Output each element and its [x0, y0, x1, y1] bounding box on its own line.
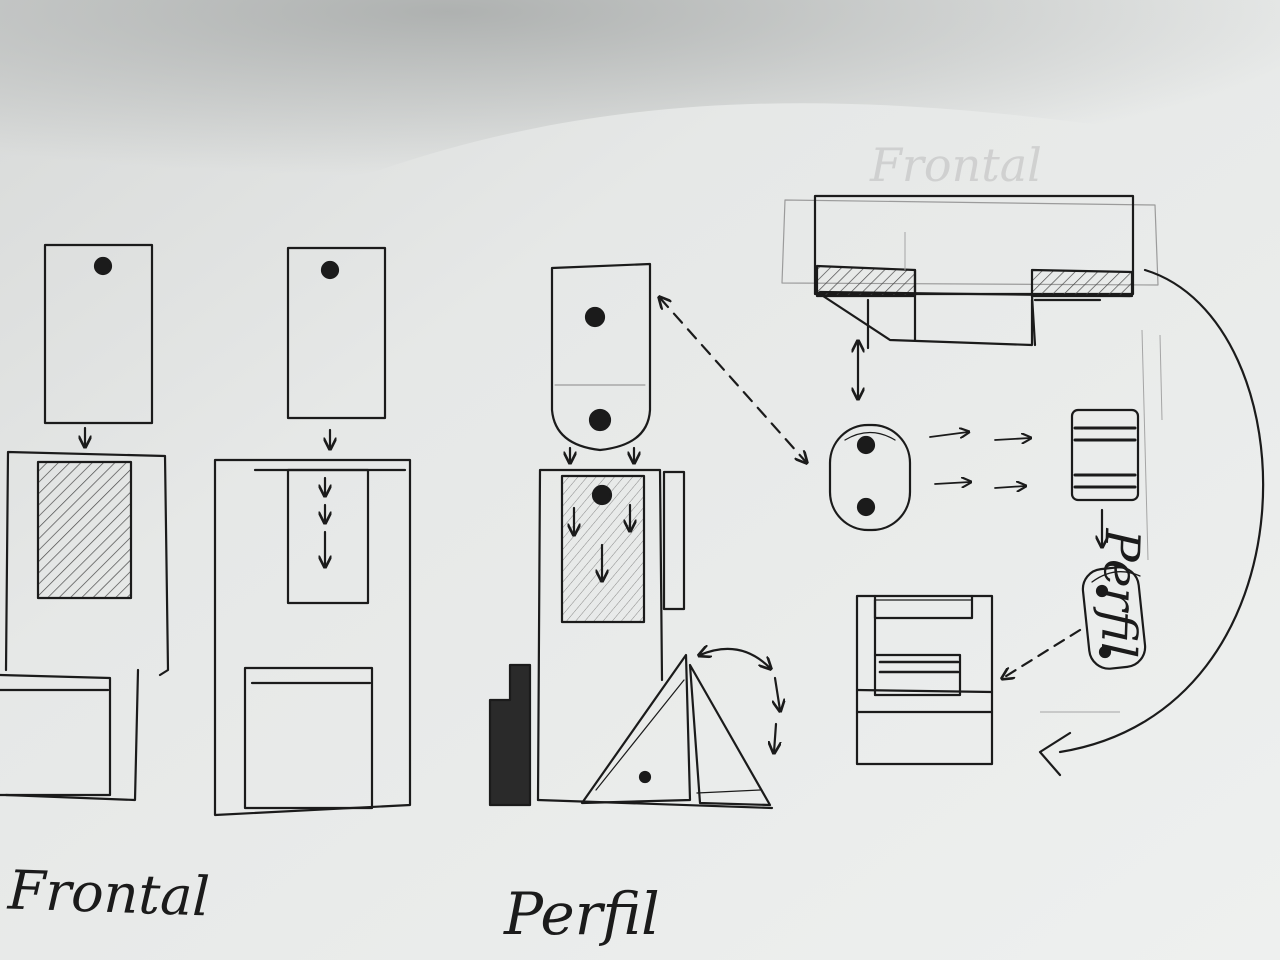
assembly-view	[855, 594, 994, 766]
paper-shadow	[0, 0, 1280, 235]
rounded-part	[1081, 566, 1147, 670]
return-arrow	[1058, 268, 1265, 754]
frontal-label: Frontal	[6, 858, 211, 929]
perfil-label: Perfil	[504, 880, 660, 948]
small-block	[1070, 408, 1140, 546]
dashed-connector-arrow	[660, 298, 806, 462]
upper-frontal-view	[781, 194, 1159, 350]
dashed-assembly-arrow	[1003, 628, 1082, 678]
frontal-view-1	[0, 243, 170, 802]
motion-arrows	[929, 432, 1030, 488]
faint-guides	[904, 232, 1163, 713]
frontal-view-2	[213, 246, 412, 817]
frontal-faint-label: Frontal	[870, 138, 1042, 192]
oval-part	[828, 423, 912, 532]
perfil-side-label: Perfil	[1089, 528, 1150, 659]
profile-view	[488, 262, 780, 810]
